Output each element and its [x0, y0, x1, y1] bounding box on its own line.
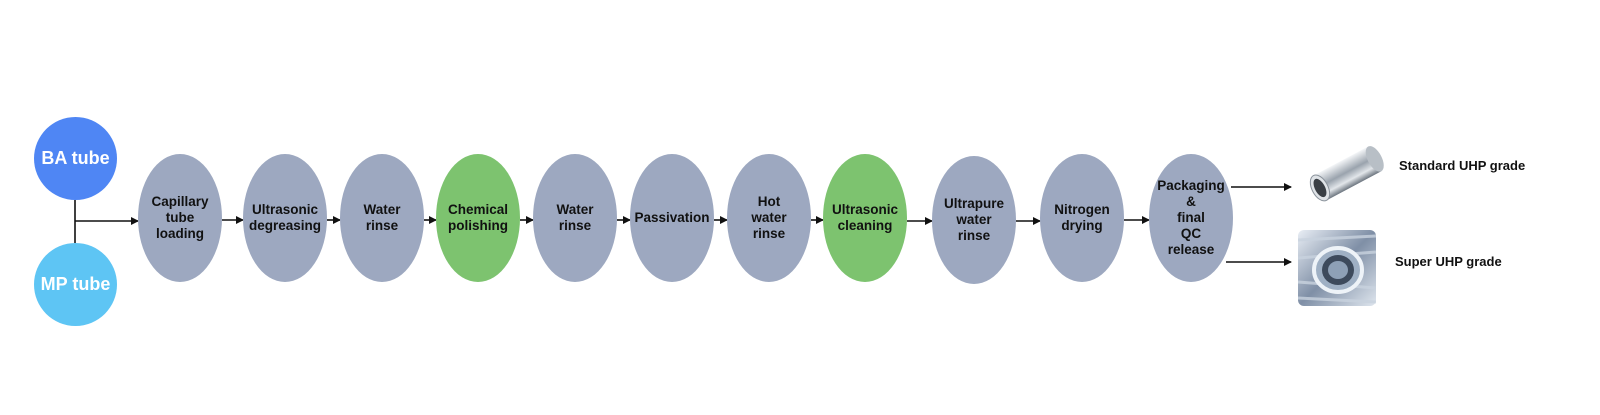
process-step-1: Capillary tube loading [138, 154, 222, 282]
steel-tube-icon [1309, 146, 1384, 202]
process-step-2: Ultrasonic degreasing [243, 154, 327, 282]
process-step-8: Ultrasonic cleaning [823, 154, 907, 282]
output-label-super-uhp: Super UHP grade [1395, 254, 1502, 269]
process-step-3: Water rinse [340, 154, 424, 282]
process-step-11: Packaging & final QC release [1149, 154, 1233, 282]
process-step-4: Chemical polishing [436, 154, 520, 282]
process-step-5: Water rinse [533, 154, 617, 282]
process-step-10: Nitrogen drying [1040, 154, 1124, 282]
source-mp-tube: MP tube [34, 243, 117, 326]
process-step-9: Ultrapure water rinse [932, 156, 1016, 284]
process-step-7: Hot water rinse [727, 154, 811, 282]
output-label-standard-uhp: Standard UHP grade [1399, 158, 1526, 173]
tube-bundle-icon [1298, 230, 1376, 306]
source-ba-tube: BA tube [34, 117, 117, 200]
process-step-6: Passivation [630, 154, 714, 282]
